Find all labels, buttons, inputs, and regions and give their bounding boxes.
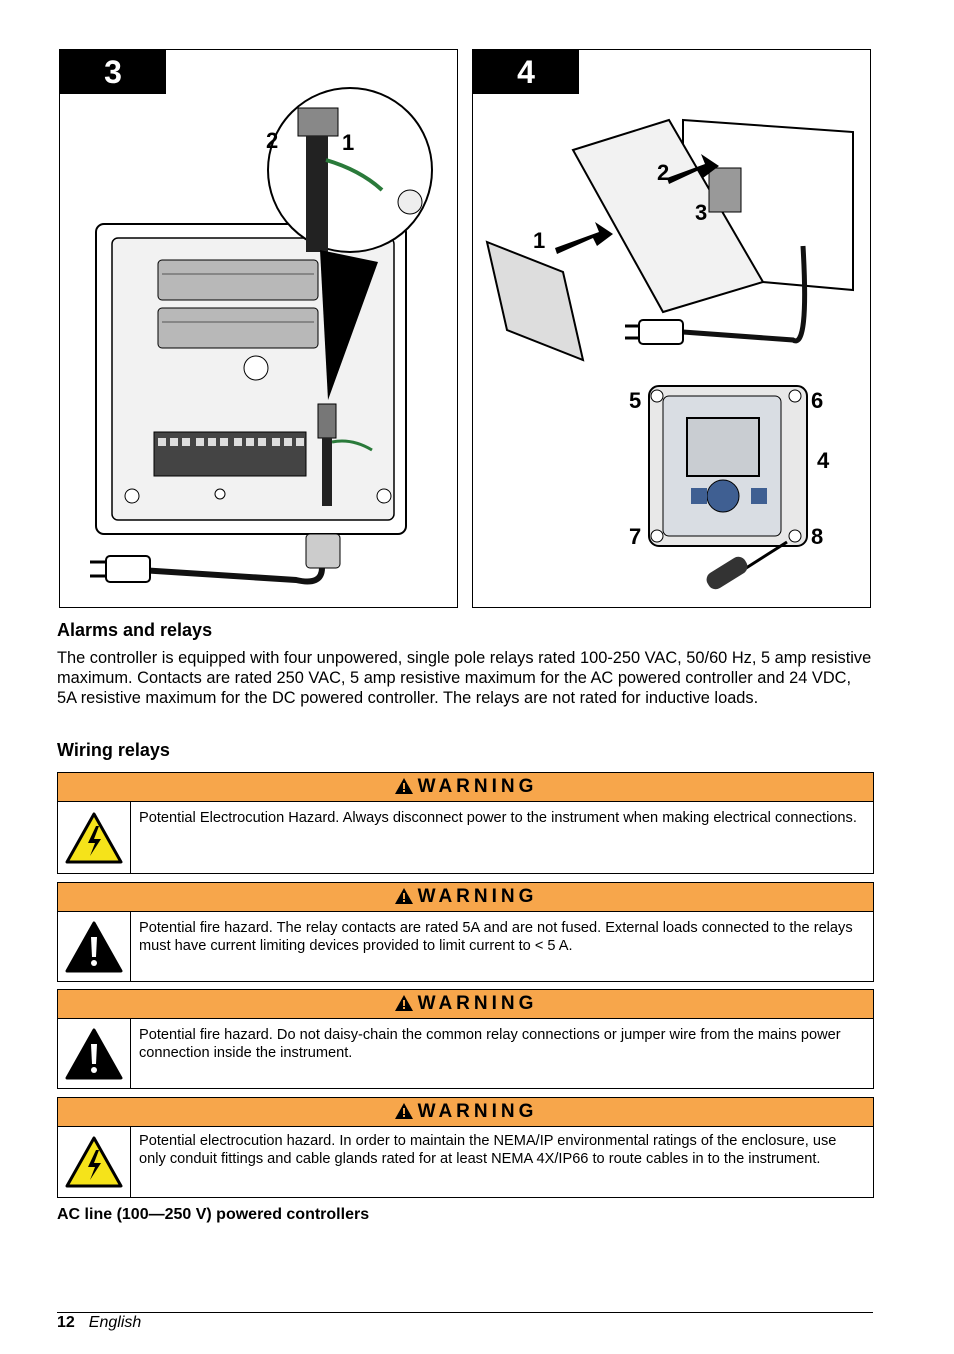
callout: 5 bbox=[629, 388, 641, 413]
warning-label: WARNING bbox=[417, 993, 538, 1014]
callout: 2 bbox=[266, 128, 278, 153]
callout: 8 bbox=[811, 524, 823, 549]
warning-text: Potential electrocution hazard. In order… bbox=[139, 1133, 837, 1167]
figure-3-illustration: 2 1 bbox=[90, 87, 433, 585]
next-heading: AC line (100—250 V) powered controllers bbox=[57, 1206, 370, 1223]
footer-rule bbox=[57, 1312, 873, 1313]
callout: 1 bbox=[533, 228, 545, 253]
callout: 7 bbox=[629, 524, 641, 549]
subsection-heading: Wiring relays bbox=[57, 740, 170, 760]
figure-4: 2 3 1 5 6 4 7 8 4 bbox=[472, 49, 871, 608]
warning-box: WARNING Potential electrocution hazard. … bbox=[57, 1097, 874, 1198]
callout: 3 bbox=[695, 200, 707, 225]
figure-3: 2 1 3 bbox=[59, 49, 458, 608]
warning-text: Potential fire hazard. Do not daisy-chai… bbox=[139, 1027, 841, 1061]
figure-4-illustration: 2 3 1 5 6 4 7 8 bbox=[485, 118, 854, 590]
alert-triangle-icon bbox=[394, 778, 413, 794]
page-footer: 12 English bbox=[57, 1313, 141, 1333]
warning-box: WARNING Potential Electrocution Hazard. … bbox=[57, 772, 874, 874]
section-heading: Alarms and relays bbox=[57, 620, 213, 640]
callout: 1 bbox=[342, 130, 354, 155]
alert-triangle-icon bbox=[394, 888, 413, 904]
callout: 6 bbox=[811, 388, 823, 413]
section-body: The controller is equipped with four unp… bbox=[57, 649, 872, 707]
warning-box: WARNING Potential fire hazard. The relay… bbox=[57, 882, 874, 982]
electrocution-hazard-icon bbox=[65, 812, 123, 863]
alert-triangle-icon bbox=[394, 995, 413, 1011]
figure-number: 3 bbox=[60, 50, 166, 94]
alert-triangle-icon bbox=[394, 1103, 413, 1119]
warning-label: WARNING bbox=[417, 776, 538, 797]
callout: 2 bbox=[657, 160, 669, 185]
warning-text: Potential fire hazard. The relay contact… bbox=[139, 920, 853, 954]
electrocution-hazard-icon bbox=[65, 1136, 123, 1188]
callout: 4 bbox=[817, 448, 830, 473]
general-hazard-icon bbox=[65, 921, 123, 972]
warning-box: WARNING Potential fire hazard. Do not da… bbox=[57, 989, 874, 1089]
figure-number: 4 bbox=[473, 50, 579, 94]
warning-label: WARNING bbox=[417, 1101, 538, 1122]
general-hazard-icon bbox=[65, 1028, 123, 1079]
footer-language: English bbox=[88, 1314, 142, 1331]
warning-label: WARNING bbox=[417, 886, 538, 907]
warning-text: Potential Electrocution Hazard. Always d… bbox=[139, 810, 857, 826]
page-number: 12 bbox=[57, 1314, 75, 1331]
